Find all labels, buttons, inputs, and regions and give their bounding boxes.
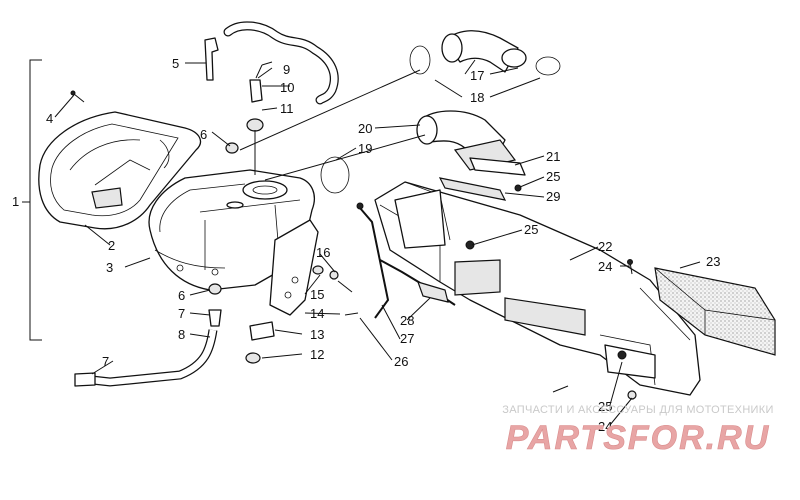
- callout-5: 5: [172, 56, 179, 71]
- callout-17: 17: [470, 68, 484, 83]
- callout-15: 15: [310, 287, 324, 302]
- leader-lines: [54, 59, 701, 426]
- callout-23: 23: [706, 254, 720, 269]
- callout-20: 20: [358, 121, 372, 136]
- callout-11: 11: [280, 101, 294, 116]
- screw: [70, 90, 85, 103]
- callout-1: 1: [12, 194, 19, 209]
- callout-25-mid: 25: [524, 222, 538, 237]
- callout-28: 28: [400, 313, 414, 328]
- callout-10: 10: [280, 80, 294, 95]
- callout-14: 14: [310, 306, 324, 321]
- hardware-group: [245, 265, 359, 364]
- svg-text:PARTSFOR.RU: PARTSFOR.RU: [506, 419, 770, 457]
- watermark-tagline: ЗАПЧАСТИ И АКСЕССУАРЫ ДЛЯ МОТОТЕХНИКИ: [502, 404, 774, 416]
- upper-duct-elbow: [409, 30, 561, 76]
- callout-3: 3: [106, 260, 113, 275]
- callout-13: 13: [310, 327, 324, 342]
- drain-line: [74, 283, 222, 387]
- callout-16: 16: [316, 245, 330, 260]
- bolts: [552, 259, 637, 400]
- foam-filter: [654, 267, 776, 356]
- support-rods: [356, 202, 456, 319]
- callout-21: 21: [546, 149, 560, 164]
- callout-24-lower: 24: [598, 419, 612, 434]
- vent-hose: [223, 21, 339, 105]
- callout-29: 29: [546, 189, 560, 204]
- callout-8: 8: [178, 327, 185, 342]
- airbox-cover: [38, 111, 202, 230]
- callout-18: 18: [470, 90, 484, 105]
- gasket-strips: [438, 157, 526, 201]
- callout-2: 2: [108, 238, 115, 253]
- callout-19: 19: [358, 141, 372, 156]
- callout-26: 26: [394, 354, 408, 369]
- callout-22: 22: [598, 239, 612, 254]
- callout-4: 4: [46, 111, 53, 126]
- callout-7-right: 7: [178, 306, 185, 321]
- callout-25-lower: 25: [598, 399, 612, 414]
- callout-12: 12: [310, 347, 324, 362]
- callout-labels: 1 2 3 4 5 6 6 7 7 8 9 10 11 12 13 14 15 …: [12, 56, 720, 434]
- mounting-plate: [249, 219, 319, 341]
- drain-fittings: [204, 37, 273, 175]
- callout-6-lower: 6: [178, 288, 185, 303]
- callout-25-right: 25: [546, 169, 560, 184]
- watermark-logo: PARTSFOR.RU: [505, 419, 770, 458]
- callout-7-left: 7: [102, 354, 109, 369]
- callout-9: 9: [283, 62, 290, 77]
- callout-24-upper: 24: [598, 259, 612, 274]
- callout-6-upper: 6: [200, 127, 207, 142]
- callout-27: 27: [400, 331, 414, 346]
- intake-silencer: [374, 181, 701, 396]
- assembly-bracket: [22, 59, 42, 341]
